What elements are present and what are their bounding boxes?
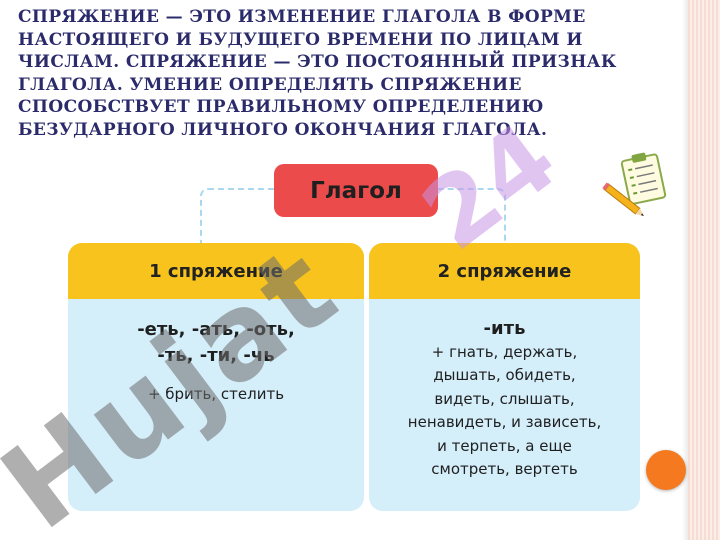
edge-shadow	[682, 0, 688, 540]
first-conjugation-exceptions: + брить, стелить	[68, 383, 364, 406]
first-conjugation-title: 1 спряжение	[68, 243, 364, 299]
exception-line: видеть, слышать,	[434, 389, 575, 408]
first-conjugation-endings: -еть, -ать, -оть, -ть, -ти, -чь	[68, 317, 364, 369]
exception-line: + брить, стелить	[147, 385, 285, 403]
slide-heading: СПРЯЖЕНИЕ — ЭТО ИЗМЕНЕНИЕ ГЛАГОЛА В ФОРМ…	[18, 7, 617, 140]
second-conjugation-endings: -ить	[369, 317, 640, 341]
second-conjugation-exceptions: + гнать, держать, дышать, обидеть, видет…	[369, 341, 640, 481]
exception-line: смотреть, вертеть	[431, 460, 578, 479]
diagram-root: Глагол	[274, 164, 438, 217]
first-conjugation-column: 1 спряжение -еть, -ать, -оть, -ть, -ти, …	[68, 243, 364, 511]
first-conjugation-body: -еть, -ать, -оть, -ть, -ти, -чь + брить,…	[68, 317, 364, 406]
orange-circle-icon	[646, 450, 686, 490]
exception-line: дышать, обидеть,	[433, 366, 576, 385]
second-conjugation-column: 2 спряжение -ить + гнать, держать, дышат…	[369, 243, 640, 511]
exception-line: + гнать, держать,	[431, 343, 578, 361]
ending-line: -ить	[483, 318, 526, 339]
diagram-root-label: Глагол	[310, 177, 402, 204]
clipboard-pencil-icon	[602, 152, 667, 217]
exception-line: и терпеть, а еще	[437, 436, 572, 455]
second-conjugation-title: 2 спряжение	[369, 243, 640, 299]
exception-line: ненавидеть, и зависеть,	[407, 413, 602, 432]
ending-line: -ть, -ти, -чь	[157, 345, 275, 366]
edge-stripe	[688, 0, 720, 540]
ending-line: -еть, -ать, -оть,	[137, 319, 295, 340]
second-conjugation-body: -ить + гнать, держать, дышать, обидеть, …	[369, 317, 640, 481]
